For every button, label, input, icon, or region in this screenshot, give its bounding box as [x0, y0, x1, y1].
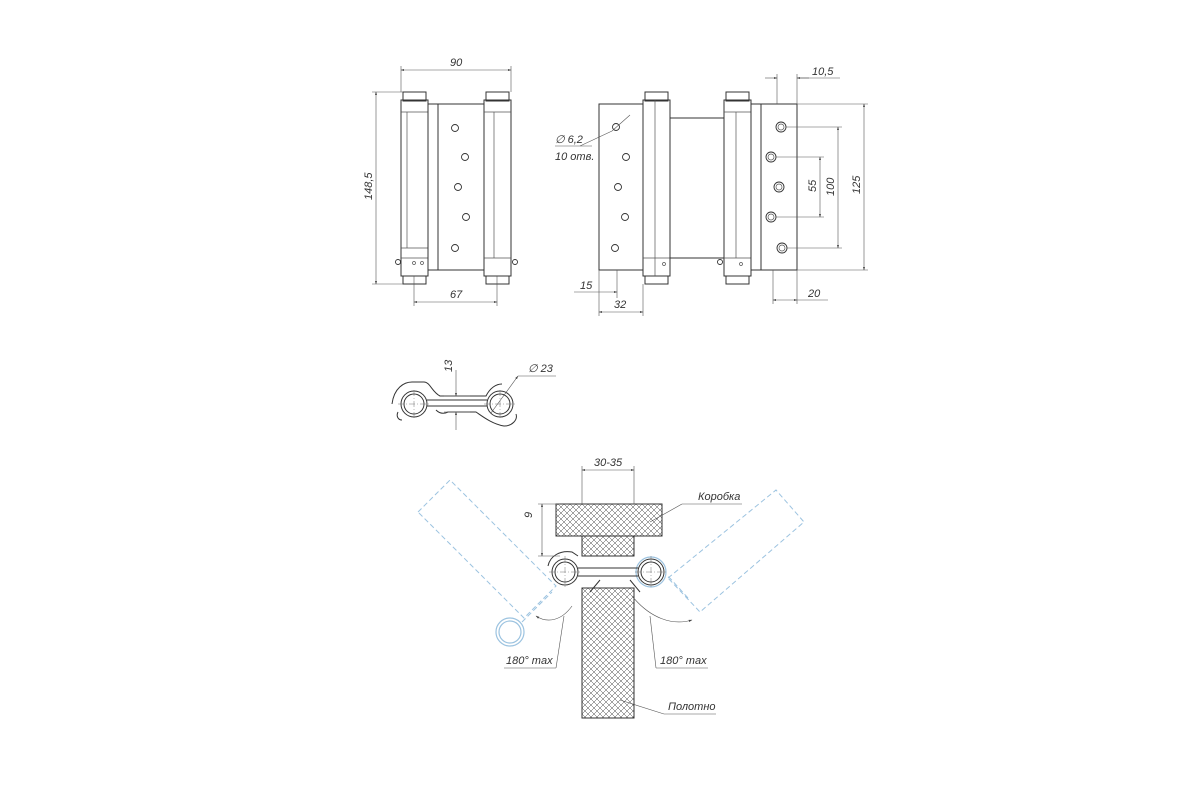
- top-view: 13 ∅ 23: [391, 359, 556, 430]
- hole-diameter-label: ∅ 6,2: [555, 134, 583, 146]
- installation-view: 30-35 9 Коробка Полотно 180° max 180° ma…: [417, 457, 805, 719]
- dimension-10-5: 10,5: [812, 66, 834, 78]
- dimension-15: 15: [580, 280, 593, 292]
- frame-block: [555, 503, 663, 537]
- dimension-100: 100: [825, 177, 837, 196]
- dimension-55: 55: [807, 179, 819, 192]
- dimension-125: 125: [851, 175, 863, 194]
- middle-leaf: [669, 117, 725, 259]
- frame-stem: [581, 535, 635, 557]
- dimension-20: 20: [807, 288, 821, 300]
- dimension-diameter-23: ∅ 23: [528, 363, 554, 375]
- dimension-148-5: 148,5: [363, 172, 375, 200]
- front-view: 90 148,5 67: [363, 57, 518, 306]
- dimension-90: 90: [450, 57, 463, 69]
- dimension-9: 9: [523, 512, 535, 518]
- dimension-32: 32: [614, 299, 626, 311]
- dimension-67: 67: [450, 289, 463, 301]
- dimension-13: 13: [443, 359, 455, 372]
- door-leaf: [581, 587, 635, 719]
- angle-left-label: 180° max: [506, 655, 553, 667]
- frame-label: Коробка: [698, 491, 740, 503]
- plate-view: 10,5 55 100 125 20: [717, 66, 868, 304]
- dimension-30-35: 30-35: [594, 457, 623, 469]
- hole-count-label: 10 отв.: [555, 151, 594, 163]
- side-view: ∅ 6,2 10 отв. 15 32: [555, 91, 671, 316]
- door-leaf-label: Полотно: [668, 701, 716, 713]
- angle-right-label: 180° max: [660, 655, 707, 667]
